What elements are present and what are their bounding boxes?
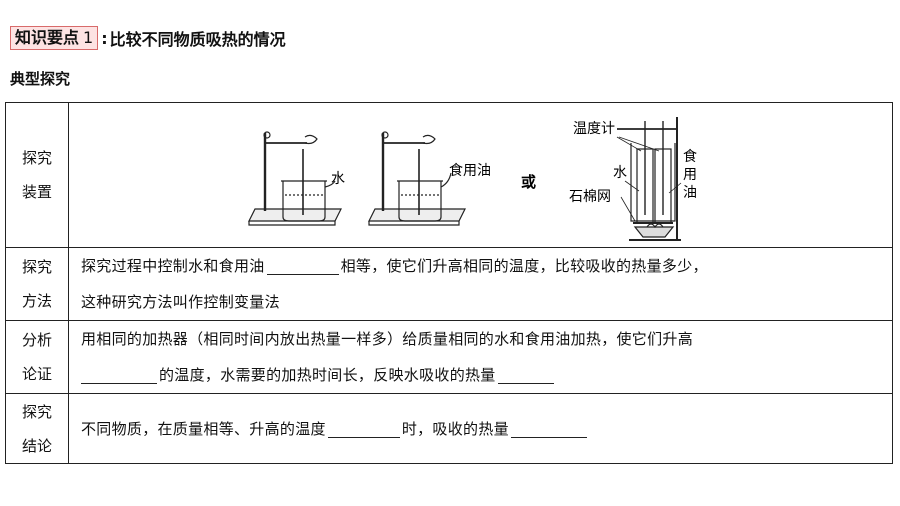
subtitle: 典型探究 bbox=[10, 70, 71, 88]
gauze-label: 石棉网 bbox=[569, 188, 611, 205]
analysis-line-1: 用相同的加热器（相同时间内放出热量一样多）给质量相同的水和食用油加热，使它们升高 bbox=[81, 330, 694, 348]
method-line-2: 这种研究方法叫作控制变量法 bbox=[81, 293, 280, 311]
fill-blank[interactable] bbox=[327, 419, 400, 438]
analysis-content: 用相同的加热器（相同时间内放出热量一样多）给质量相同的水和食用油加热，使它们升高… bbox=[68, 320, 893, 394]
conclusion-content: 不同物质，在质量相等、升高的温度 时，吸收的热量 bbox=[68, 393, 893, 464]
table-row-method: 探究 方法 探究过程中控制水和食用油 相等，使它们升高相同的温度，比较吸收的热量多… bbox=[5, 247, 893, 321]
oil-label: 食用油 bbox=[449, 162, 491, 179]
row-label-method: 探究 方法 bbox=[5, 247, 69, 321]
row-label-analysis: 分析 论证 bbox=[5, 320, 69, 394]
label-line: 结论 bbox=[21, 436, 52, 455]
method-text-b: 相等，使它们升高相同的温度，比较吸收的热量多少， bbox=[340, 257, 708, 275]
table-row-apparatus: 探究 装置 bbox=[5, 102, 893, 248]
apparatus-illustration: 水 食用油 或 温度计 水 石棉网 食 用 油 bbox=[248, 117, 697, 241]
table-row-conclusion: 探究 结论 不同物质，在质量相等、升高的温度 时，吸收的热量 bbox=[5, 393, 893, 464]
label-line: 方法 bbox=[21, 292, 52, 310]
analysis-line-2: 的温度，水需要的加热时间长，反映水吸收的热量 bbox=[81, 357, 892, 393]
method-content: 探究过程中控制水和食用油 相等，使它们升高相同的温度，比较吸收的热量多少， 这种研… bbox=[68, 247, 893, 321]
heading-title: 比较不同物质吸热的情况 bbox=[109, 30, 286, 49]
or-text: 或 bbox=[521, 173, 536, 191]
thermometer-label: 温度计 bbox=[573, 121, 615, 137]
knowledge-point-tag: 知识要点 1 bbox=[10, 26, 99, 50]
section-heading: 知识要点 1 : 比较不同物质吸热的情况 bbox=[10, 26, 286, 50]
oil-label-char-2: 用 bbox=[683, 167, 697, 183]
fill-blank[interactable] bbox=[510, 419, 587, 438]
fill-blank[interactable] bbox=[81, 365, 157, 384]
oil-label-char-1: 食 bbox=[683, 148, 697, 165]
conclusion-text-a: 不同物质，在质量相等、升高的温度 bbox=[81, 419, 326, 438]
inquiry-table: 探究 装置 bbox=[5, 102, 893, 464]
analysis-text-a: 的温度，水需要的加热时间长，反映水吸收的热量 bbox=[159, 366, 496, 384]
method-text-a: 探究过程中控制水和食用油 bbox=[81, 257, 265, 275]
label-line: 探究 bbox=[21, 258, 52, 276]
row-label-apparatus: 探究 装置 bbox=[5, 102, 69, 248]
label-line: 分析 bbox=[21, 331, 52, 349]
conclusion-text-b: 时，吸收的热量 bbox=[401, 419, 509, 438]
heading-colon: : bbox=[101, 28, 108, 48]
bath-water-label: 水 bbox=[613, 165, 627, 181]
water-setup-figure bbox=[248, 131, 342, 226]
apparatus-figure-cell: 水 食用油 或 温度计 水 石棉网 食 用 油 bbox=[68, 102, 893, 248]
tag-label: 知识要点 bbox=[15, 28, 80, 47]
table-row-analysis: 分析 论证 用相同的加热器（相同时间内放出热量一样多）给质量相同的水和食用油加热… bbox=[5, 320, 893, 394]
oil-setup-figure bbox=[368, 131, 466, 226]
label-line: 装置 bbox=[21, 183, 52, 201]
label-line: 论证 bbox=[21, 365, 52, 383]
water-label: 水 bbox=[331, 171, 345, 187]
oil-label-char-3: 油 bbox=[683, 185, 697, 201]
fill-blank[interactable] bbox=[266, 256, 339, 275]
water-bath-setup-figure bbox=[616, 117, 682, 241]
row-label-conclusion: 探究 结论 bbox=[5, 393, 69, 464]
method-line-1: 探究过程中控制水和食用油 相等，使它们升高相同的温度，比较吸收的热量多少， bbox=[81, 248, 892, 284]
label-line: 探究 bbox=[21, 402, 52, 421]
label-line: 探究 bbox=[21, 149, 52, 167]
tag-number: 1 bbox=[83, 28, 94, 47]
fill-blank[interactable] bbox=[497, 365, 554, 384]
